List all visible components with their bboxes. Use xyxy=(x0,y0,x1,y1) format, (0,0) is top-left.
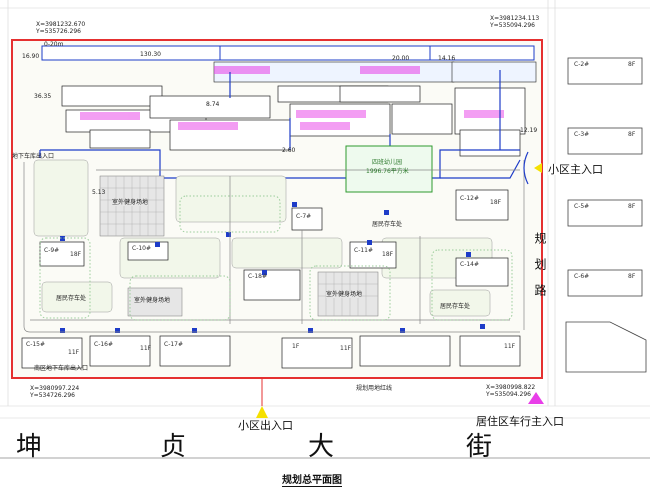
floor-tag: 1F xyxy=(292,343,300,350)
street-char: 街 xyxy=(466,432,493,462)
floor-tag: 11F xyxy=(340,345,352,352)
fitness-area-label: 室外健身场地 xyxy=(326,291,363,298)
vehicle-entrance-label: 居住区车行主入口 xyxy=(476,415,564,428)
vehicle-entry-marker xyxy=(528,392,544,404)
storage-label: 居民存车处 xyxy=(440,303,471,310)
dim-label: 20.00 xyxy=(392,55,410,62)
fitness-area-label: 室外健身场地 xyxy=(134,297,171,304)
kindergarten-area-label: 1996.76平方米 xyxy=(366,168,409,175)
building-tag: C-12# xyxy=(460,195,480,202)
floor-tag: 8F xyxy=(628,203,636,210)
storage-label: 居民存车处 xyxy=(56,295,87,302)
kindergarten-label: 四班幼儿园 xyxy=(372,159,403,166)
building-tag: C-18# xyxy=(248,273,268,280)
floor-tag: 11F xyxy=(504,343,516,350)
floor-tag: 18F xyxy=(382,251,394,258)
building-tag: C-6# xyxy=(574,273,590,280)
building-tag: C-11# xyxy=(354,247,374,254)
dim-label: 16.90 xyxy=(22,53,40,60)
boundary-line-label: 规划用地红线 xyxy=(356,385,393,392)
coord-top-right-y: Y=535094.296 xyxy=(490,22,535,29)
south-entry-label: 南区地下车库出入口 xyxy=(34,365,89,372)
exit-entrance-label: 小区出入口 xyxy=(238,419,293,432)
dim-label: 12.19 xyxy=(520,127,538,134)
north-dim-label: 0-20m xyxy=(44,41,64,48)
building-tag: C-15# xyxy=(26,341,46,348)
dim-label: 2.60 xyxy=(282,147,296,154)
building-tag: C-7# xyxy=(296,213,312,220)
drawing-title: 规划总平面图 xyxy=(282,475,342,487)
building-tag: C-9# xyxy=(44,247,60,254)
main-entrance-label: 小区主入口 xyxy=(548,163,603,176)
street-char: 大 xyxy=(308,432,335,462)
dim-label: 5.13 xyxy=(92,189,106,196)
coord-top-left-y: Y=535726.296 xyxy=(36,28,81,35)
floor-tag: 18F xyxy=(490,199,502,206)
adjacent-buildings xyxy=(565,57,647,373)
building-tag: C-14# xyxy=(460,261,480,268)
building-tag: C-16# xyxy=(94,341,114,348)
main-gate xyxy=(523,151,542,185)
dim-label: 14.16 xyxy=(438,55,456,62)
street-char: 贞 xyxy=(160,432,187,462)
floor-tag: 8F xyxy=(628,273,636,280)
coord-bottom-right-y: Y=535094.296 xyxy=(486,391,531,398)
parking-markers xyxy=(60,202,485,333)
coord-bottom-left-x: X=3980997.224 xyxy=(30,385,80,392)
coord-bottom-left-y: Y=534726.296 xyxy=(30,392,75,399)
storage-label: 居民存车处 xyxy=(372,221,403,228)
street-char: 坤 xyxy=(16,432,43,462)
coord-top-right-x: X=3981234.113 xyxy=(490,15,540,22)
coord-bottom-right-x: X=3980998.822 xyxy=(486,384,536,391)
building-tag: C-2# xyxy=(574,61,590,68)
lot-grid xyxy=(0,0,650,419)
floor-tag: 11F xyxy=(140,345,152,352)
building-tag: C-3# xyxy=(574,131,590,138)
coord-top-left-x: X=3981232.670 xyxy=(36,21,86,28)
road-name: 规划路 xyxy=(533,232,547,310)
floor-tag: 8F xyxy=(628,61,636,68)
dim-label: 130.30 xyxy=(140,51,161,58)
planting-dots xyxy=(39,195,513,321)
building-tag: C-10# xyxy=(132,245,152,252)
internal-roads xyxy=(23,160,525,333)
exit-marker xyxy=(256,406,268,418)
floor-tag: 18F xyxy=(70,251,82,258)
underground-entry-label: 地下车库出入口 xyxy=(12,153,55,160)
floor-tag: 8F xyxy=(628,131,636,138)
upper-magenta-zones xyxy=(80,110,504,130)
north-building-strip xyxy=(41,45,537,83)
building-tag: C-17# xyxy=(164,341,184,348)
dim-label: 8.74 xyxy=(206,101,220,108)
kindergarten-plot xyxy=(345,145,433,193)
utility-lines xyxy=(39,70,521,192)
green-plots xyxy=(33,159,493,317)
boundary-redline xyxy=(11,39,543,379)
fitness-area-label: 室外健身场地 xyxy=(112,199,149,206)
floor-tag: 11F xyxy=(68,349,80,356)
building-tag: C-5# xyxy=(574,203,590,210)
dim-label: 36.35 xyxy=(34,93,52,100)
